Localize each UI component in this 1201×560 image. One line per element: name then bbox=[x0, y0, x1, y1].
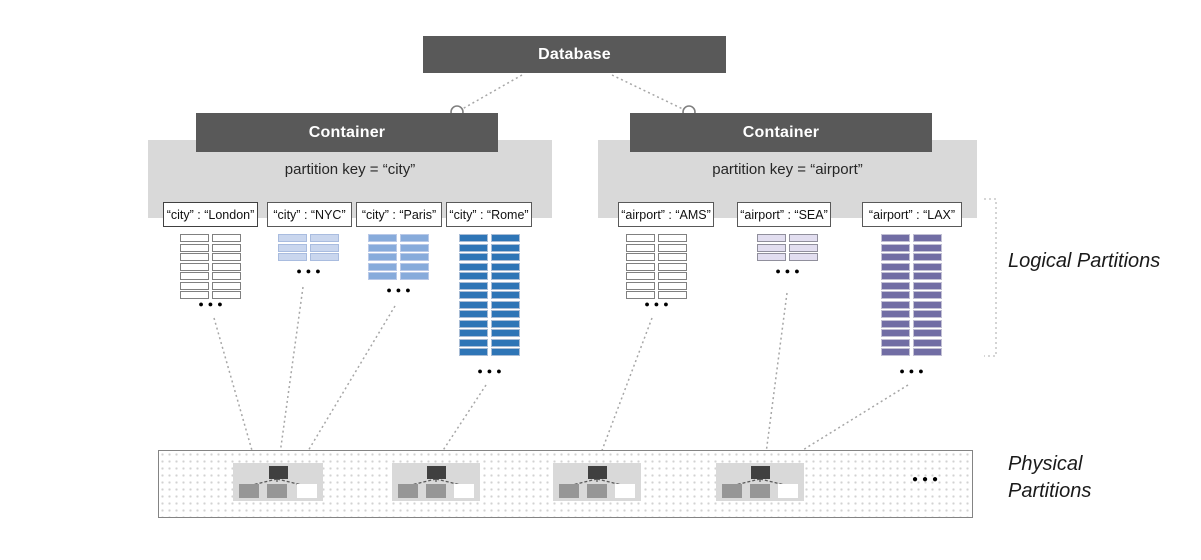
server-child-icon bbox=[587, 484, 607, 498]
record-stack-nyc bbox=[278, 234, 339, 261]
physical-node-cluster bbox=[233, 463, 323, 501]
partition-key-airport-label: partition key = “airport” bbox=[712, 161, 863, 178]
partition-label-sea: “airport” : “SEA” bbox=[737, 202, 831, 227]
ellipsis-dots: ●●● bbox=[386, 285, 415, 295]
server-child-icon bbox=[559, 484, 579, 498]
partition-label-london: “city” : “London” bbox=[163, 202, 258, 227]
partition-label-rome: “city” : “Rome” bbox=[446, 202, 532, 227]
server-parent-icon bbox=[588, 466, 607, 479]
ellipsis-dots: ●●● bbox=[198, 299, 227, 309]
physical-node-cluster bbox=[716, 463, 804, 501]
server-parent-icon bbox=[751, 466, 770, 479]
ellipsis-dots: ●●● bbox=[477, 366, 506, 376]
physical-partitions-label: Physical Partitions bbox=[1008, 453, 1092, 502]
server-parent-icon bbox=[269, 466, 288, 479]
record-stack-paris bbox=[368, 234, 429, 280]
database-box: Database bbox=[423, 36, 726, 73]
partition-label-lax: “airport” : “LAX” bbox=[862, 202, 962, 227]
record-stack-rome bbox=[459, 234, 520, 356]
physical-node-cluster bbox=[392, 463, 480, 501]
partition-label-ams: “airport” : “AMS” bbox=[618, 202, 714, 227]
record-stack-lax bbox=[881, 234, 942, 356]
server-child-icon bbox=[239, 484, 259, 498]
server-child-icon bbox=[398, 484, 418, 498]
server-child-icon bbox=[778, 484, 798, 498]
server-child-icon bbox=[454, 484, 474, 498]
ellipsis-dots: ●●● bbox=[775, 266, 804, 276]
partition-label-nyc: “city” : “NYC” bbox=[267, 202, 352, 227]
server-child-icon bbox=[426, 484, 446, 498]
logical-partitions-label: Logical Partitions bbox=[1008, 250, 1161, 272]
server-child-icon bbox=[267, 484, 287, 498]
server-parent-icon bbox=[427, 466, 446, 479]
ellipsis-dots: ●●● bbox=[296, 266, 325, 276]
partition-key-city-label: partition key = “city” bbox=[284, 161, 416, 178]
record-stack-ams bbox=[626, 234, 687, 299]
ellipsis-dots: ●●● bbox=[644, 299, 673, 309]
partition-label-paris: “city” : “Paris” bbox=[356, 202, 442, 227]
server-child-icon bbox=[722, 484, 742, 498]
server-child-icon bbox=[297, 484, 317, 498]
ellipsis-dots: ●●● bbox=[911, 474, 943, 485]
container-box-city: Container bbox=[196, 113, 498, 152]
server-child-icon bbox=[750, 484, 770, 498]
record-stack-sea bbox=[757, 234, 818, 261]
record-stack-london bbox=[180, 234, 241, 299]
ellipsis-dots: ●●● bbox=[899, 366, 928, 376]
physical-node-cluster bbox=[553, 463, 641, 501]
server-child-icon bbox=[615, 484, 635, 498]
container-box-airport: Container bbox=[630, 113, 932, 152]
